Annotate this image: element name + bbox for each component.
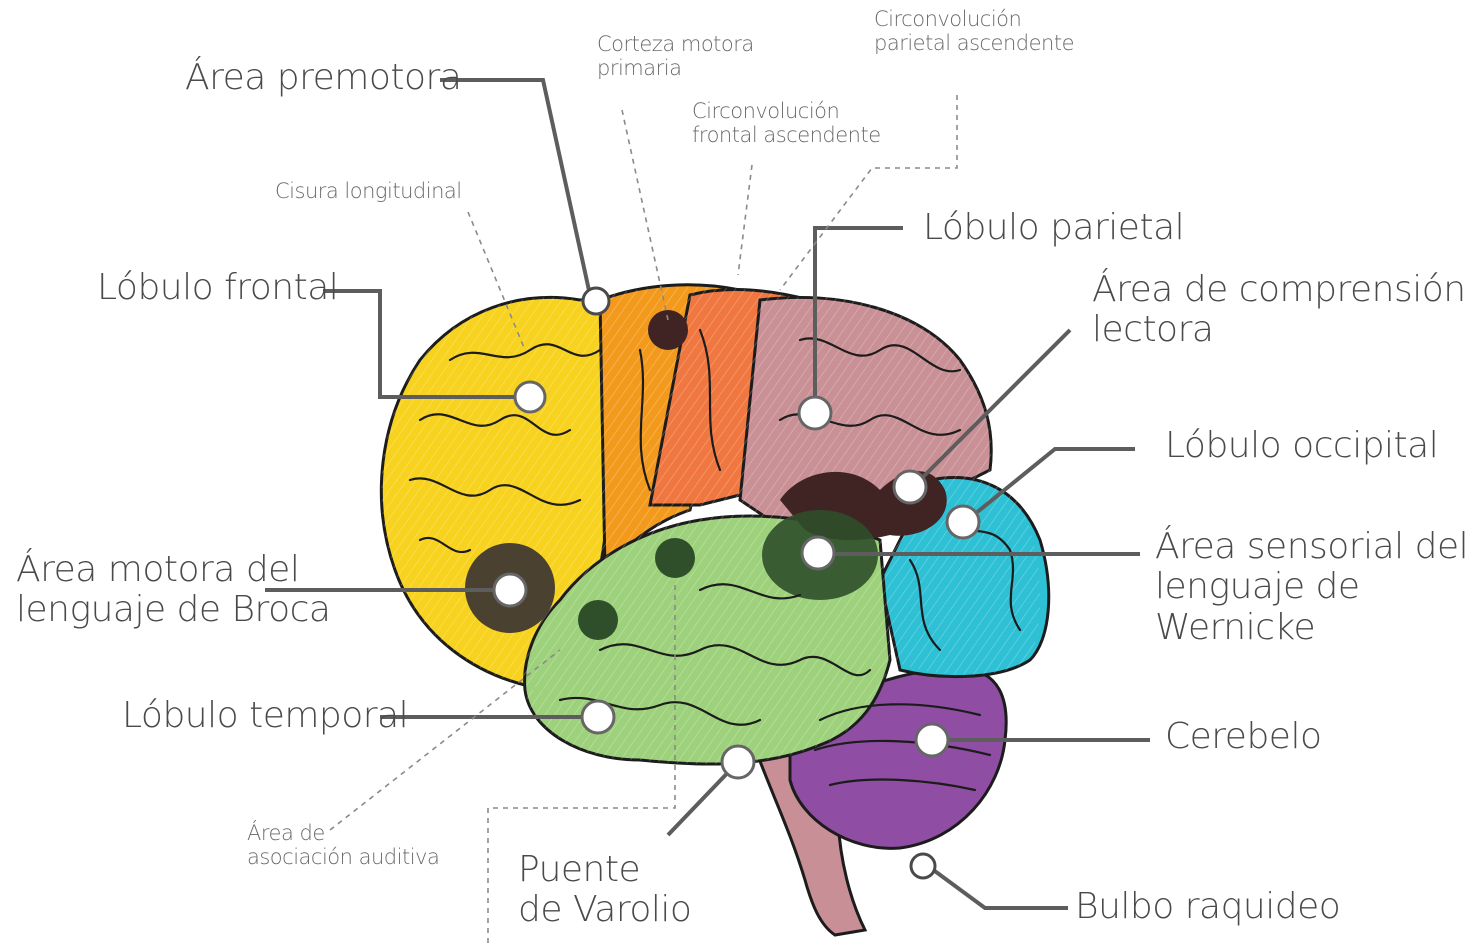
leader-area-premotora [440, 80, 590, 295]
auditory-spot-1 [655, 538, 695, 578]
marker-lobulo-frontal [515, 382, 545, 412]
label-circ-frontal: Circonvolución frontal ascendente [692, 100, 881, 147]
label-cerebelo: Cerebelo [1165, 717, 1321, 757]
marker-puente [722, 746, 754, 778]
label-lobulo-temporal: Lóbulo temporal [122, 696, 408, 736]
label-area-wernicke: Área sensorial del lenguaje de Wernicke [1155, 527, 1480, 648]
marker-area-premotora [583, 288, 609, 314]
label-puente: Puente de Varolio [518, 850, 691, 931]
auditory-spot-2 [578, 600, 618, 640]
label-area-asociacion: Área de asociación auditiva [247, 822, 439, 869]
leader-bulbo [928, 866, 1068, 908]
marker-lobulo-parietal [799, 397, 831, 429]
marker-area-wernicke [802, 537, 834, 569]
leader-circ-frontal [738, 165, 752, 275]
label-corteza-motora: Corteza motora primaria [597, 33, 754, 80]
marker-lobulo-occipital [947, 506, 979, 538]
marker-area-comprension [894, 471, 926, 503]
marker-bulbo [911, 854, 935, 878]
marker-cerebelo [916, 724, 948, 756]
label-area-broca: Área motora del lenguaje de Broca [16, 550, 330, 631]
label-area-premotora: Área premotora [185, 58, 461, 98]
primary-motor-spot [648, 310, 688, 350]
marker-lobulo-temporal [582, 701, 614, 733]
label-lobulo-parietal: Lóbulo parietal [923, 208, 1184, 248]
label-bulbo: Bulbo raquideo [1075, 887, 1340, 927]
label-lobulo-frontal: Lóbulo frontal [97, 268, 338, 308]
label-circ-parietal: Circonvolución parietal ascendente [874, 8, 1074, 55]
label-cisura: Cisura longitudinal [275, 180, 462, 204]
label-area-comprension: Área de comprensión lectora [1092, 270, 1466, 351]
label-lobulo-occipital: Lóbulo occipital [1165, 426, 1438, 466]
marker-area-broca [494, 574, 526, 606]
